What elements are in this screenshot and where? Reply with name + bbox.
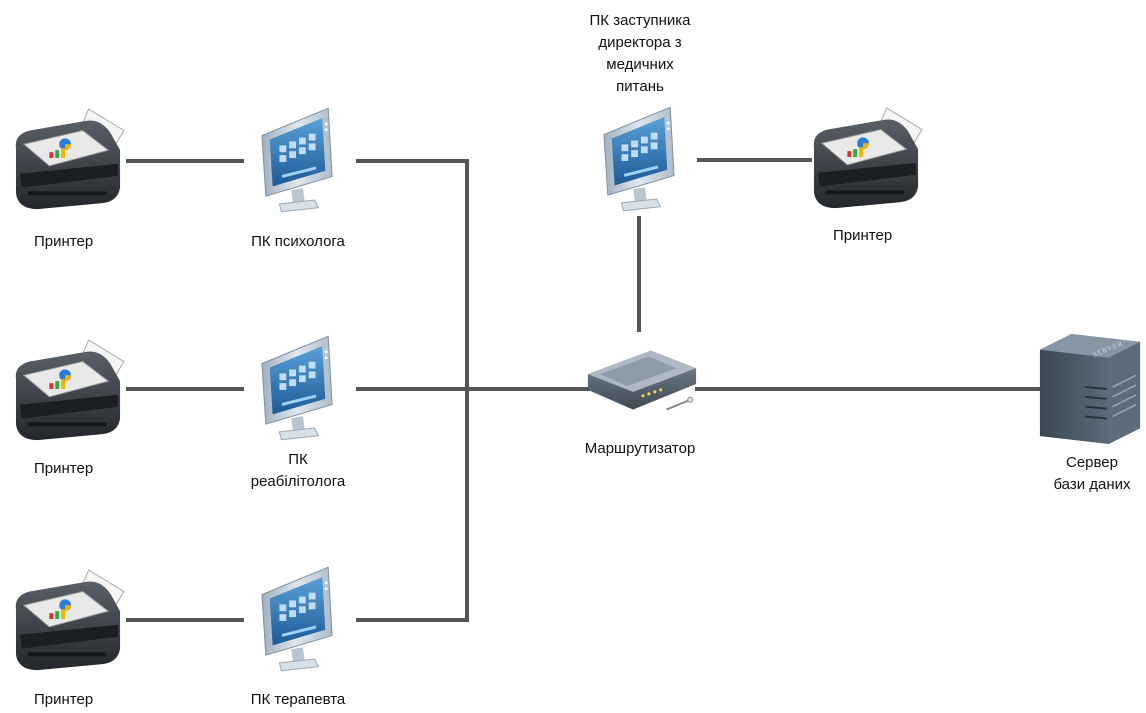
pc-therapist-label: ПК терапевта [250, 691, 346, 708]
pc-therapist-monitor-icon [261, 566, 333, 672]
pc-rehab-label: ПК реабілітолога [250, 451, 346, 490]
pc-deputy-monitor-icon [603, 106, 675, 212]
pc-rehab-monitor-icon [261, 335, 333, 441]
printer3-label: Принтер [34, 691, 94, 708]
connection-lines [126, 158, 1041, 622]
printer4-printer-icon [813, 107, 923, 209]
printer1-label: Принтер [34, 233, 94, 250]
printer2-label: Принтер [34, 460, 94, 477]
pc-psychologist-label: ПК психолога [251, 233, 345, 250]
server-label: Сервер бази даних [1053, 454, 1131, 493]
server-icon [1038, 333, 1142, 445]
printer2-printer-icon [15, 339, 125, 441]
router-label: Маршрутизатор [584, 440, 696, 457]
printer4-label: Принтер [833, 227, 893, 244]
pc-psychologist-monitor-icon [261, 107, 333, 213]
router-icon [586, 349, 698, 411]
printer3-printer-icon [15, 569, 125, 671]
printer1-printer-icon [15, 108, 125, 210]
pc-deputy-label: ПК заступника директора з медичних питан… [589, 12, 691, 95]
